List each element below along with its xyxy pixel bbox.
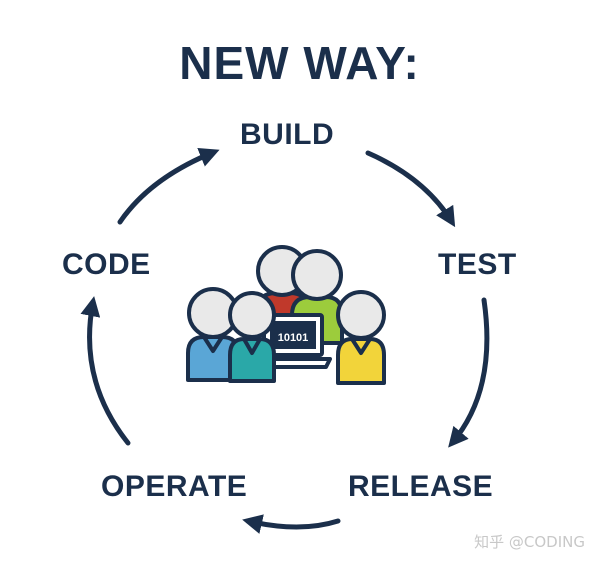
- arrow-build-to-test: [365, 150, 456, 228]
- stage-code: CODE: [62, 248, 151, 281]
- team-illustration: 10101: [186, 245, 386, 385]
- arrow-operate-to-code: [80, 296, 131, 446]
- stage-test: TEST: [438, 248, 517, 281]
- person-yellow: [336, 290, 386, 385]
- laptop-icon: [254, 313, 332, 369]
- arrow-test-to-release: [448, 297, 490, 448]
- diagram-title: NEW WAY:: [179, 37, 420, 89]
- stage-operate: OPERATE: [101, 470, 248, 503]
- arrow-code-to-build: [117, 148, 220, 225]
- stage-release: RELEASE: [348, 470, 494, 503]
- watermark-text: 知乎 @CODING: [474, 533, 585, 551]
- laptop-binary-text: 10101: [278, 332, 309, 344]
- stage-build: BUILD: [240, 118, 335, 151]
- arrow-release-to-operate: [242, 514, 341, 534]
- person-teal: [228, 291, 276, 383]
